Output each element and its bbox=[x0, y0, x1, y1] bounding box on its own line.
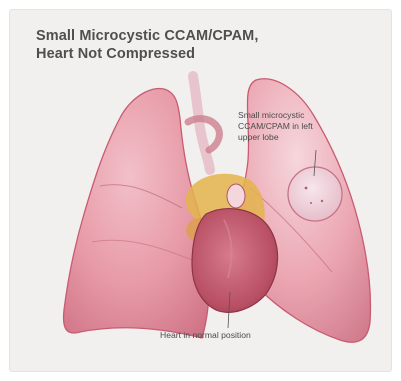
ccam-annotation-line-3: upper lobe bbox=[238, 132, 313, 143]
ccam-annotation-line-1: Small microcystic bbox=[238, 110, 313, 121]
aortic-root bbox=[227, 184, 245, 208]
ccam-lesion-cyst bbox=[321, 200, 323, 202]
heart-annotation: Heart in normal position bbox=[160, 330, 251, 341]
illustration-panel: Small Microcystic CCAM/CPAM, Heart Not C… bbox=[10, 10, 391, 371]
heart-annotation-line-1: Heart in normal position bbox=[160, 330, 251, 341]
ccam-annotation: Small microcystic CCAM/CPAM in left uppe… bbox=[238, 110, 313, 143]
ccam-lesion-cyst bbox=[305, 187, 308, 190]
lung-illustration bbox=[10, 10, 391, 371]
right-lung-shape bbox=[64, 88, 210, 338]
ccam-lesion-cyst bbox=[310, 202, 312, 204]
ccam-lesion bbox=[288, 167, 342, 221]
ccam-annotation-line-2: CCAM/CPAM in left bbox=[238, 121, 313, 132]
heart-shape bbox=[192, 209, 278, 313]
